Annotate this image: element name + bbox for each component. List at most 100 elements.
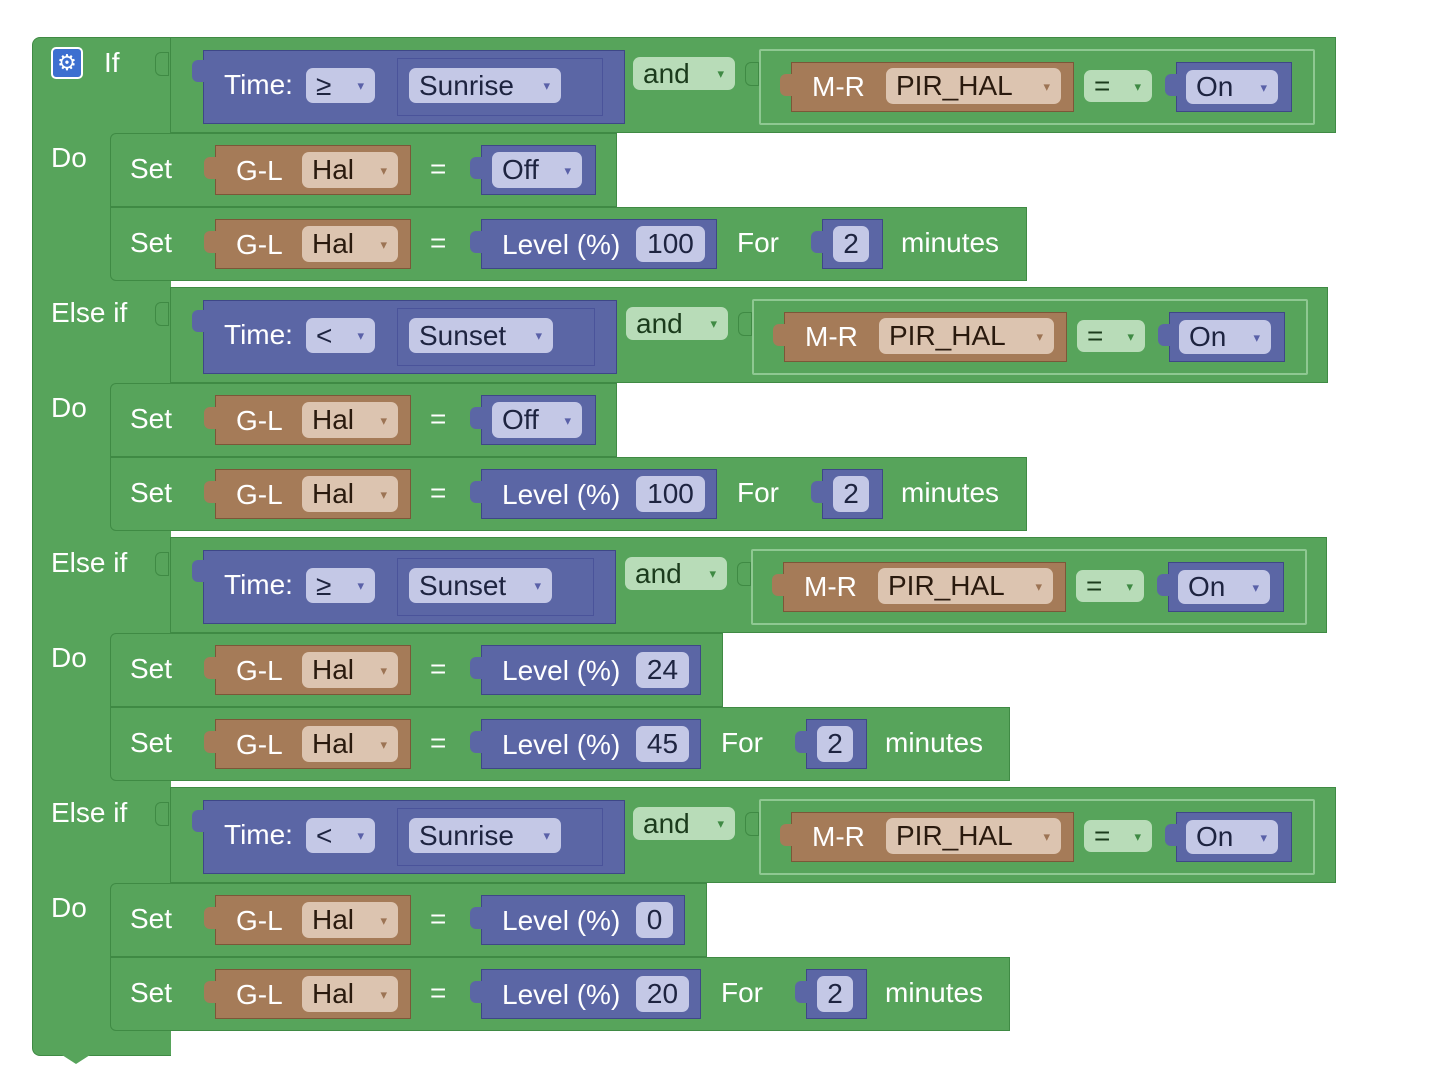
- time-block-tab: [192, 60, 204, 82]
- assign-label: =: [430, 153, 447, 184]
- duration-input[interactable]: 2: [817, 976, 853, 1012]
- logic-dropdown[interactable]: and▾: [633, 807, 735, 840]
- else-if-label-2: Else if: [51, 547, 128, 578]
- level-block-tab: [470, 657, 482, 679]
- compare-block-outline: [759, 49, 1315, 125]
- state-dropdown[interactable]: On▾: [1186, 820, 1278, 854]
- logic-dropdown[interactable]: and▾: [625, 557, 727, 590]
- level-input[interactable]: 100: [636, 226, 705, 262]
- device-dropdown[interactable]: Hal▾: [302, 152, 398, 188]
- set-label: Set: [130, 903, 173, 934]
- device-dropdown[interactable]: PIR_HAL▾: [886, 68, 1061, 104]
- device-dropdown[interactable]: PIR_HAL▾: [886, 818, 1061, 854]
- if-label: If: [104, 47, 120, 78]
- set-label: Set: [130, 403, 173, 434]
- level-block-tab: [470, 481, 482, 503]
- state-dropdown[interactable]: On▾: [1186, 70, 1278, 104]
- level-label: Level (%): [502, 655, 621, 686]
- set-label: Set: [130, 977, 173, 1008]
- do-label-2: Do: [51, 642, 87, 673]
- level-input[interactable]: 100: [636, 476, 705, 512]
- input-tab: [737, 562, 751, 586]
- input-tab: [745, 812, 759, 836]
- level-block-tab: [470, 907, 482, 929]
- device-dropdown[interactable]: Hal▾: [302, 976, 398, 1012]
- device-dropdown[interactable]: Hal▾: [302, 402, 398, 438]
- minutes-label: minutes: [885, 727, 984, 758]
- device-dropdown[interactable]: Hal▾: [302, 226, 398, 262]
- input-tab: [155, 302, 169, 326]
- value-dropdown[interactable]: Off▾: [492, 152, 582, 188]
- state-block-tab: [1165, 74, 1177, 96]
- if-block-bottom-notch: [62, 1055, 90, 1064]
- device-group-label: G-L: [236, 229, 283, 260]
- gear-icon[interactable]: ⚙: [51, 47, 83, 79]
- for-label: For: [737, 477, 779, 508]
- device-dropdown[interactable]: Hal▾: [302, 476, 398, 512]
- else-if-label-3: Else if: [51, 797, 128, 828]
- state-dropdown[interactable]: On▾: [1178, 570, 1270, 604]
- time-label: Time:: [224, 69, 293, 100]
- duration-input[interactable]: 2: [817, 726, 853, 762]
- logic-dropdown[interactable]: and▾: [633, 57, 735, 90]
- device-block-tab: [772, 574, 784, 596]
- set-label: Set: [130, 153, 173, 184]
- level-input[interactable]: 24: [636, 652, 689, 688]
- time-operator-dropdown[interactable]: <▾: [306, 318, 375, 353]
- state-dropdown[interactable]: On▾: [1179, 320, 1271, 354]
- time-operator-dropdown[interactable]: ≥▾: [306, 68, 375, 103]
- for-label: For: [721, 727, 763, 758]
- device-block-tab: [204, 981, 216, 1003]
- device-group-label: M-R: [812, 71, 865, 102]
- compare-block-outline: [751, 549, 1307, 625]
- device-dropdown[interactable]: Hal▾: [302, 726, 398, 762]
- logic-dropdown[interactable]: and▾: [626, 307, 728, 340]
- device-dropdown[interactable]: PIR_HAL▾: [879, 318, 1054, 354]
- device-block-tab: [204, 157, 216, 179]
- device-block-tab: [204, 731, 216, 753]
- compare-dropdown[interactable]: =▾: [1076, 570, 1144, 602]
- set-label: Set: [130, 653, 173, 684]
- assign-label: =: [430, 403, 447, 434]
- device-group-label: M-R: [812, 821, 865, 852]
- time-label: Time:: [224, 819, 293, 850]
- level-block-tab: [470, 731, 482, 753]
- device-dropdown[interactable]: Hal▾: [302, 902, 398, 938]
- device-group-label: M-R: [804, 571, 857, 602]
- device-group-label: G-L: [236, 655, 283, 686]
- device-group-label: G-L: [236, 405, 283, 436]
- duration-input[interactable]: 2: [833, 226, 869, 262]
- compare-dropdown[interactable]: =▾: [1084, 70, 1152, 102]
- device-block-tab: [780, 824, 792, 846]
- do-label-0: Do: [51, 142, 87, 173]
- level-input[interactable]: 20: [636, 976, 689, 1012]
- assign-label: =: [430, 227, 447, 258]
- time-event-dropdown[interactable]: Sunset▾: [409, 568, 552, 603]
- level-input[interactable]: 0: [636, 902, 673, 938]
- value-dropdown[interactable]: Off▾: [492, 402, 582, 438]
- value-block-tab: [470, 407, 482, 429]
- compare-dropdown[interactable]: =▾: [1084, 820, 1152, 852]
- assign-label: =: [430, 727, 447, 758]
- level-label: Level (%): [502, 479, 621, 510]
- level-block-tab: [470, 231, 482, 253]
- input-tab: [745, 62, 759, 86]
- level-input[interactable]: 45: [636, 726, 689, 762]
- time-operator-dropdown[interactable]: <▾: [306, 818, 375, 853]
- input-tab: [155, 552, 169, 576]
- duration-block-tab: [811, 481, 823, 503]
- time-block-tab: [192, 310, 204, 332]
- device-group-label: M-R: [805, 321, 858, 352]
- duration-input[interactable]: 2: [833, 476, 869, 512]
- device-dropdown[interactable]: PIR_HAL▾: [878, 568, 1053, 604]
- set-label: Set: [130, 477, 173, 508]
- level-label: Level (%): [502, 979, 621, 1010]
- time-event-dropdown[interactable]: Sunset▾: [409, 318, 553, 353]
- device-block-tab: [773, 324, 785, 346]
- time-event-dropdown[interactable]: Sunrise▾: [409, 68, 561, 103]
- compare-dropdown[interactable]: =▾: [1077, 320, 1145, 352]
- device-dropdown[interactable]: Hal▾: [302, 652, 398, 688]
- level-label: Level (%): [502, 229, 621, 260]
- time-event-dropdown[interactable]: Sunrise▾: [409, 818, 561, 853]
- time-operator-dropdown[interactable]: ≥▾: [306, 568, 375, 603]
